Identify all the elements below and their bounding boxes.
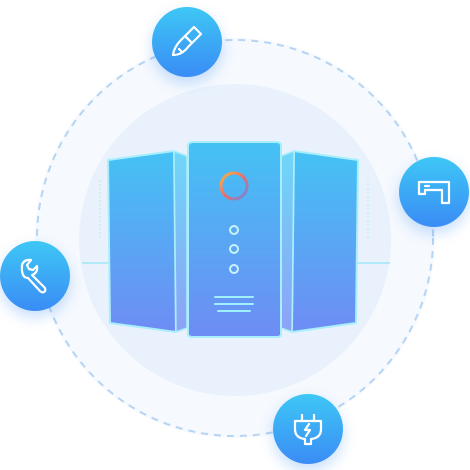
power-plug-icon bbox=[273, 394, 343, 464]
paint-brush-badge[interactable] bbox=[152, 7, 222, 77]
wrench-badge[interactable] bbox=[0, 241, 70, 311]
pipe-faucet-badge[interactable] bbox=[399, 157, 469, 227]
right-wing-panel bbox=[280, 150, 359, 333]
left-wing-panel bbox=[107, 150, 188, 333]
indicator-dot bbox=[229, 264, 239, 274]
dashed-orbit-ring bbox=[36, 39, 434, 437]
status-ring-indicator bbox=[219, 171, 249, 201]
wrench-icon bbox=[0, 241, 70, 311]
paint-brush-icon bbox=[152, 7, 222, 77]
center-panel bbox=[187, 141, 282, 338]
power-plug-badge[interactable] bbox=[273, 394, 343, 464]
pipe-faucet-icon bbox=[399, 157, 469, 227]
indicator-dot bbox=[229, 244, 239, 254]
indicator-dot bbox=[229, 225, 239, 235]
